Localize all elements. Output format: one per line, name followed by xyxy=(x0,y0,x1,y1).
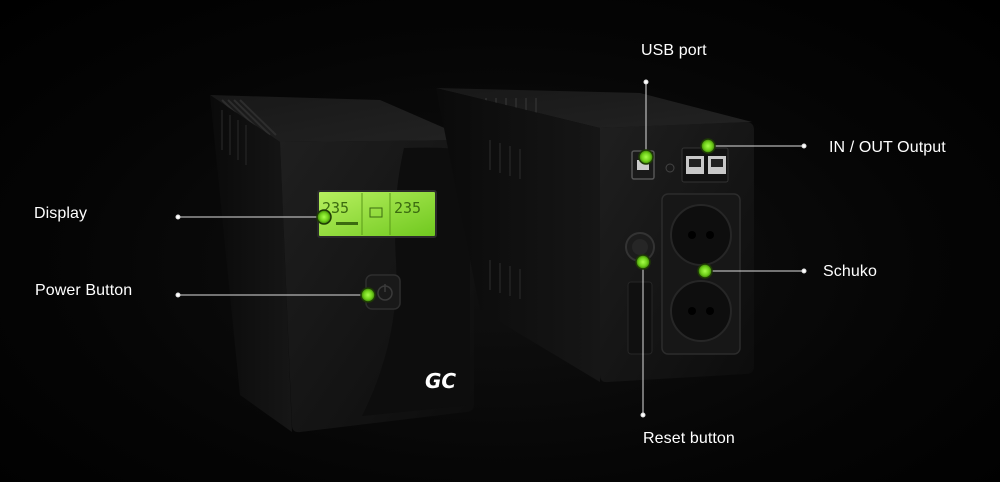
marker-usb xyxy=(638,149,654,165)
label-schuko: Schuko xyxy=(823,263,877,280)
power-button xyxy=(365,274,401,310)
label-power-button: Power Button xyxy=(35,282,133,299)
marker-inout xyxy=(700,138,716,154)
reset-button xyxy=(625,232,655,262)
lcd-display: 235 235 xyxy=(317,190,437,238)
label-in-out-output: IN / OUT Output xyxy=(829,139,946,156)
info-icon xyxy=(665,163,675,173)
marker-display xyxy=(316,209,332,225)
marker-schuko xyxy=(697,263,713,279)
label-usb-port: USB port xyxy=(641,42,707,59)
front-ups-unit: 235 235 GC xyxy=(210,95,474,433)
front-ups-gloss-panel xyxy=(362,147,470,417)
rear-ups-side xyxy=(436,88,600,382)
callout-lines xyxy=(175,79,807,418)
label-reset-button: Reset button xyxy=(643,430,735,447)
gc-logo: GC xyxy=(425,369,456,393)
rear-ups-unit xyxy=(436,88,754,383)
front-ups-top xyxy=(210,95,472,142)
marker-reset xyxy=(635,254,651,270)
lcd-right-value: 235 xyxy=(394,199,421,217)
front-ups-side xyxy=(210,95,292,432)
marker-power xyxy=(360,287,376,303)
callout-markers xyxy=(316,138,716,303)
label-display: Display xyxy=(34,205,88,222)
rj-ports xyxy=(681,147,729,183)
